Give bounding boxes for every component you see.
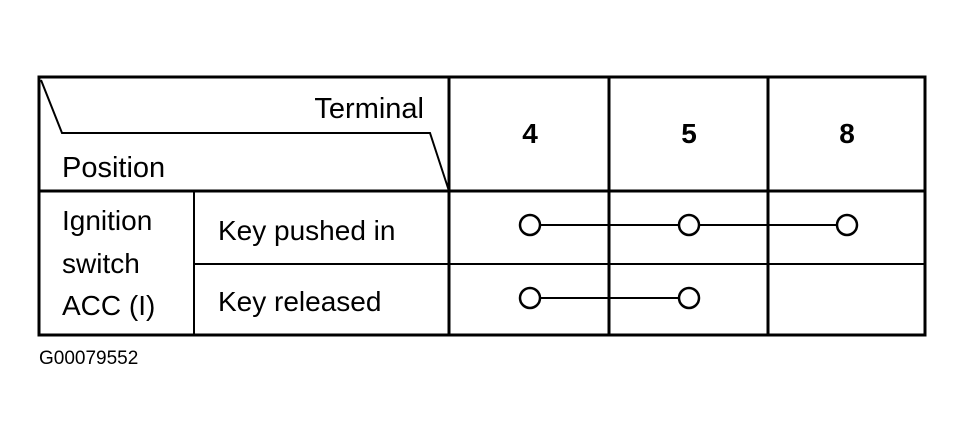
terminal-node <box>677 286 701 310</box>
terminal-node <box>677 213 701 237</box>
terminal-number: 5 <box>681 118 697 149</box>
group-label-line: ACC (I) <box>62 290 155 321</box>
continuity-row-key-released <box>518 286 701 310</box>
group-label-line: Ignition <box>62 205 152 236</box>
terminal-number: 4 <box>522 118 538 149</box>
group-label-line: switch <box>62 248 140 279</box>
terminal-node <box>835 213 859 237</box>
terminal-node <box>518 286 542 310</box>
terminal-header: Terminal <box>314 93 424 125</box>
continuity-row-key-pushed-in <box>518 213 859 237</box>
table-frame <box>37 75 927 337</box>
header-diagonal <box>40 79 450 192</box>
row-label-key-released: Key released <box>218 286 381 317</box>
figure-id-caption: G00079552 <box>39 348 138 369</box>
terminal-number: 8 <box>839 118 855 149</box>
terminal-node <box>518 213 542 237</box>
row-label-key-pushed-in: Key pushed in <box>218 215 395 246</box>
position-header: Position <box>62 152 165 184</box>
